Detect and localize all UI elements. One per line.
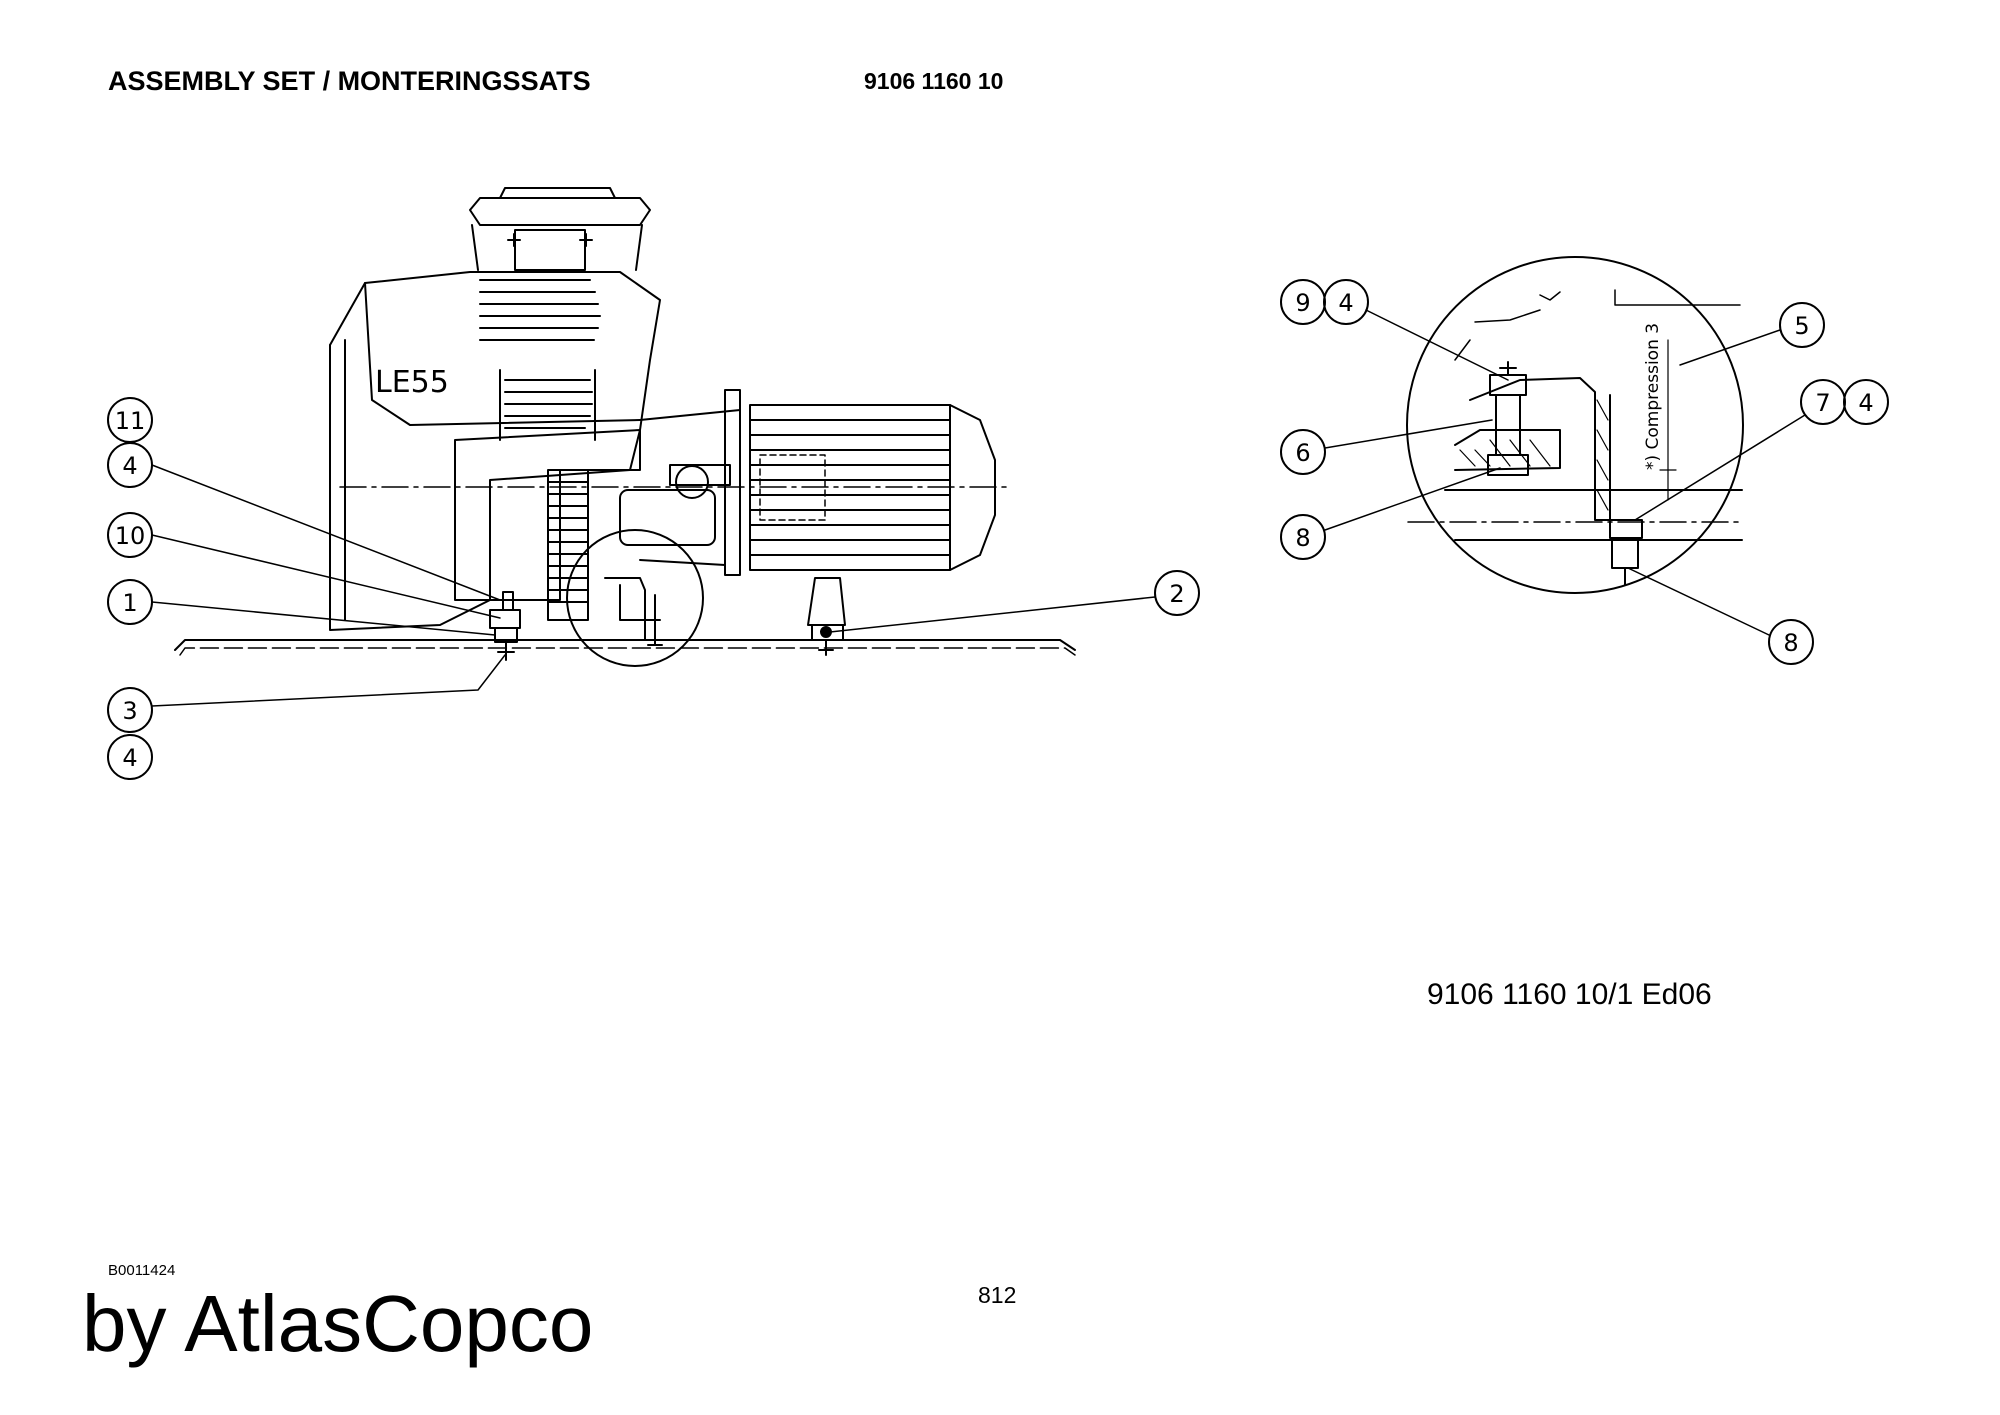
electric-motor <box>749 404 996 571</box>
compressor-foot <box>489 591 521 661</box>
part-number: 9106 1160 10 <box>864 68 1004 94</box>
fan-wheel <box>547 469 589 621</box>
callout-2: 2 <box>829 570 1200 633</box>
detail-callout-9: 9 <box>1280 279 1326 325</box>
machine-label: LE55 <box>375 365 449 400</box>
page-title: ASSEMBLY SET / MONTERINGSSATS <box>108 66 591 96</box>
detail-callout-4-b: 4 <box>1843 379 1889 425</box>
svg-text:8: 8 <box>1783 629 1798 657</box>
motor-flange <box>724 389 741 576</box>
cooling-head <box>469 197 651 226</box>
svg-text:1: 1 <box>122 589 137 617</box>
main-callouts: 11 4 10 1 3 4 2 <box>107 397 1200 780</box>
svg-text:4: 4 <box>1858 389 1873 417</box>
reference-code: B0011424 <box>108 1262 176 1279</box>
callout-10: 10 <box>107 512 501 619</box>
svg-text:3: 3 <box>122 697 137 725</box>
svg-text:4: 4 <box>1338 289 1353 317</box>
compression-annotation: *) Compression 3 <box>1643 323 1663 470</box>
detail-callout-6: 6 <box>1280 419 1493 475</box>
callout-3: 3 <box>107 654 506 733</box>
svg-text:8: 8 <box>1295 524 1310 552</box>
detail-view: *) Compression 3 <box>1406 256 1744 594</box>
detail-circle-small <box>566 529 704 667</box>
svg-text:11: 11 <box>115 407 146 435</box>
svg-text:6: 6 <box>1295 439 1310 467</box>
compressor-assembly: LE55 <box>174 187 1076 667</box>
svg-text:4: 4 <box>122 452 137 480</box>
compressor-cover <box>329 271 661 631</box>
coupling <box>619 489 716 546</box>
page-number: 812 <box>978 1282 1017 1308</box>
bracket <box>1469 377 1611 521</box>
detail-callout-7: 7 <box>1634 379 1846 521</box>
detail-callout-5: 5 <box>1679 302 1825 366</box>
callout-1: 1 <box>107 579 496 636</box>
svg-text:5: 5 <box>1794 312 1809 340</box>
detail-circle-large <box>1406 256 1744 594</box>
cylinder-fins <box>479 279 601 441</box>
detail-callout-8-a: 8 <box>1280 467 1501 560</box>
callout-11: 11 <box>107 397 153 443</box>
callout-4-lower: 4 <box>107 734 153 780</box>
svg-text:9: 9 <box>1295 289 1310 317</box>
svg-text:2: 2 <box>1169 580 1184 608</box>
callout-4-upper: 4 <box>107 442 501 601</box>
vibration-damper <box>807 577 846 656</box>
detail-callout-4-a: 4 <box>1323 279 1509 381</box>
detail-callouts: 9 4 5 6 7 4 8 <box>1280 279 1889 665</box>
base-frame <box>174 639 1076 651</box>
detail-callout-8-b: 8 <box>1627 567 1814 665</box>
svg-text:4: 4 <box>122 744 137 772</box>
brand-signature: by AtlasCopco <box>82 1279 594 1368</box>
document-reference: 9106 1160 10/1 Ed06 <box>1427 978 1712 1011</box>
svg-text:7: 7 <box>1815 389 1830 417</box>
svg-text:10: 10 <box>115 522 146 550</box>
